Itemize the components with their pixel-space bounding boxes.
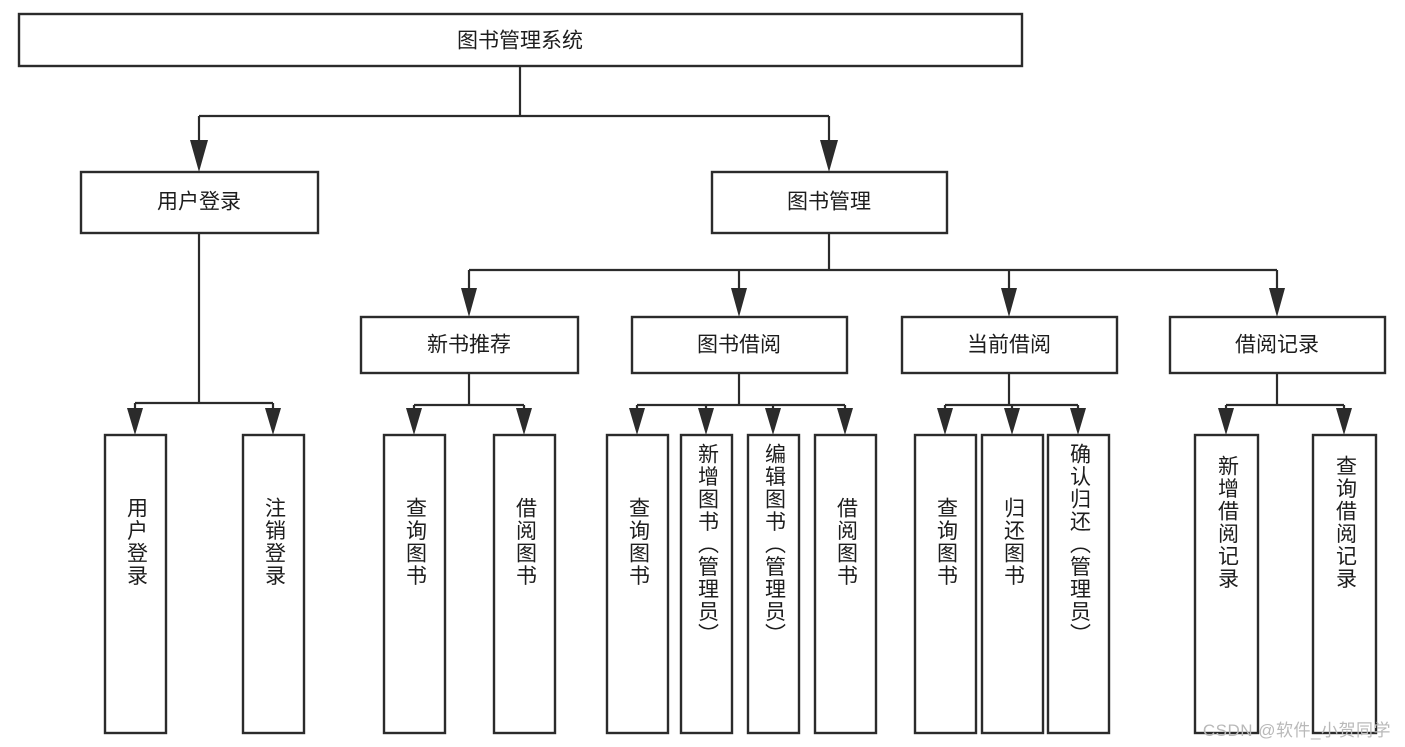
arrowhead-leaf-edit-book [765,408,781,435]
leaf-box-borrow-book-2[interactable] [813,433,878,735]
node-book-manage[interactable] [710,170,949,235]
leaf-box-edit-book[interactable] [746,433,801,735]
node-root-book-management-system[interactable] [17,12,1024,68]
leaf-box-query-book-2[interactable] [605,433,670,735]
leaf-box-add-book[interactable] [679,433,734,735]
arrowhead-book-borrow [731,288,747,317]
arrowhead-leaf-query-book-3 [937,408,953,435]
arrowhead-leaf-query-book-1 [406,408,422,435]
leaf-box-query-book-1[interactable] [382,433,447,735]
node-user-login-label: 用户登录 [157,191,241,214]
node-book-borrow-label: 图书借阅 [697,334,781,357]
leaf-box-return-book[interactable] [980,433,1045,735]
arrowhead-leaf-borrow-book-2 [837,408,853,435]
arrowhead-leaf-logout [265,408,281,435]
leaf-box-borrow-book-1[interactable] [492,433,557,735]
leaf-box-add-record[interactable] [1193,433,1260,735]
arrowhead-leaf-user-login [127,408,143,435]
arrowhead-leaf-confirm-return [1070,408,1086,435]
node-book-borrow[interactable] [630,315,849,375]
arrowhead-leaf-query-record [1336,408,1352,435]
leaf-box-logout[interactable] [241,433,306,735]
arrowhead-current-borrow [1001,288,1017,317]
arrowhead-leaf-add-book [698,408,714,435]
arrowhead-leaf-add-record [1218,408,1234,435]
arrowhead-borrow-record [1269,288,1285,317]
node-borrow-record-label: 借阅记录 [1235,334,1319,357]
node-current-borrow[interactable] [900,315,1119,375]
leaf-box-query-book-3[interactable] [913,433,978,735]
node-new-book-recommend-label: 新书推荐 [427,334,511,357]
arrowhead-leaf-return-book [1004,408,1020,435]
arrowhead-new-book-recommend [461,288,477,317]
node-current-borrow-label: 当前借阅 [967,334,1051,357]
leaf-box-query-record[interactable] [1311,433,1378,735]
leaf-box-user-login[interactable] [103,433,168,735]
node-root-label: 图书管理系统 [457,30,583,53]
arrowhead-leaf-query-book-2 [629,408,645,435]
arrowhead-user-login [190,140,208,172]
arrowhead-book-manage [820,140,838,172]
node-new-book-recommend[interactable] [359,315,580,375]
arrowhead-leaf-borrow-book-1 [516,408,532,435]
leaf-box-confirm-return[interactable] [1046,433,1111,735]
node-borrow-record[interactable] [1168,315,1387,375]
node-book-manage-label: 图书管理 [787,191,871,214]
